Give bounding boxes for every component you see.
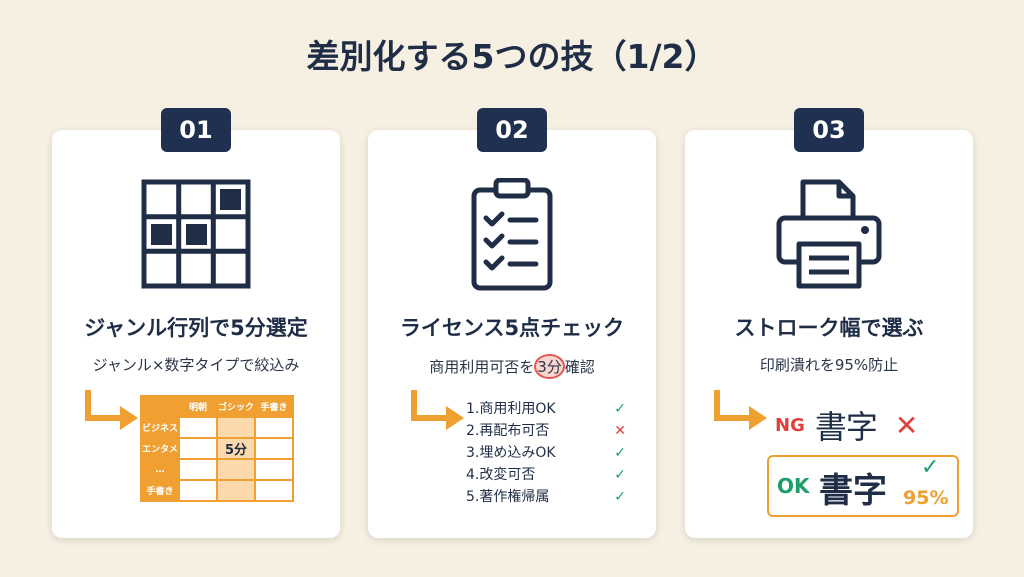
check-icon: ✓: [614, 401, 626, 417]
step-badge: 02: [477, 108, 547, 152]
card-subtitle: 印刷潰れを95%防止: [759, 356, 899, 374]
page-title: 差別化する5つの技（1/2）: [306, 37, 718, 76]
ng-example: NG 書字 ✕: [775, 408, 919, 446]
card-title: ジャンル行列で5分選定: [84, 316, 308, 340]
check-icon: ✓: [614, 467, 626, 483]
list-item: 1.商用利用OK✓: [466, 398, 626, 420]
card-stroke-width: 03 ストローク幅で選ぶ 印刷潰れを95%防止 NG 書字 ✕ OK 書字 ✓ …: [685, 108, 973, 538]
check-icon: ✓: [614, 445, 626, 461]
step-badge: 03: [794, 108, 864, 152]
list-item: 5.著作権帰属✓: [466, 486, 626, 508]
card-genre-matrix: 01 ジャンル行列で5分選定 ジャンル×数字タイプで絞込み 明朝ゴシック手書き …: [52, 108, 340, 538]
card-title: ストローク幅で選ぶ: [734, 316, 924, 340]
arrow-icon: [411, 390, 464, 430]
list-item: 3.埋め込みOK✓: [466, 442, 626, 464]
card-subtitle: ジャンル×数字タイプで絞込み: [92, 356, 300, 374]
highlight-circle: 3分: [534, 354, 565, 379]
printer-icon: [776, 179, 882, 289]
step-badge: 01: [161, 108, 231, 152]
license-checklist: 1.商用利用OK✓ 2.再配布可否✕ 3.埋め込みOK✓ 4.改変可否✓ 5.著…: [466, 398, 626, 508]
cross-icon: ✕: [614, 423, 626, 439]
grid-icon: [141, 179, 251, 289]
check-icon: ✓: [921, 455, 940, 480]
arrow-icon: [85, 390, 138, 430]
list-item: 4.改変可否✓: [466, 464, 626, 486]
clipboard-checklist-icon: [471, 178, 553, 291]
arrow-icon: [714, 390, 767, 430]
cross-icon: ✕: [894, 408, 919, 442]
card-title: ライセンス5点チェック: [399, 316, 625, 340]
ok-example: OK 書字 ✓ 95%: [767, 455, 959, 517]
check-icon: ✓: [614, 489, 626, 505]
list-item: 2.再配布可否✕: [466, 420, 626, 442]
